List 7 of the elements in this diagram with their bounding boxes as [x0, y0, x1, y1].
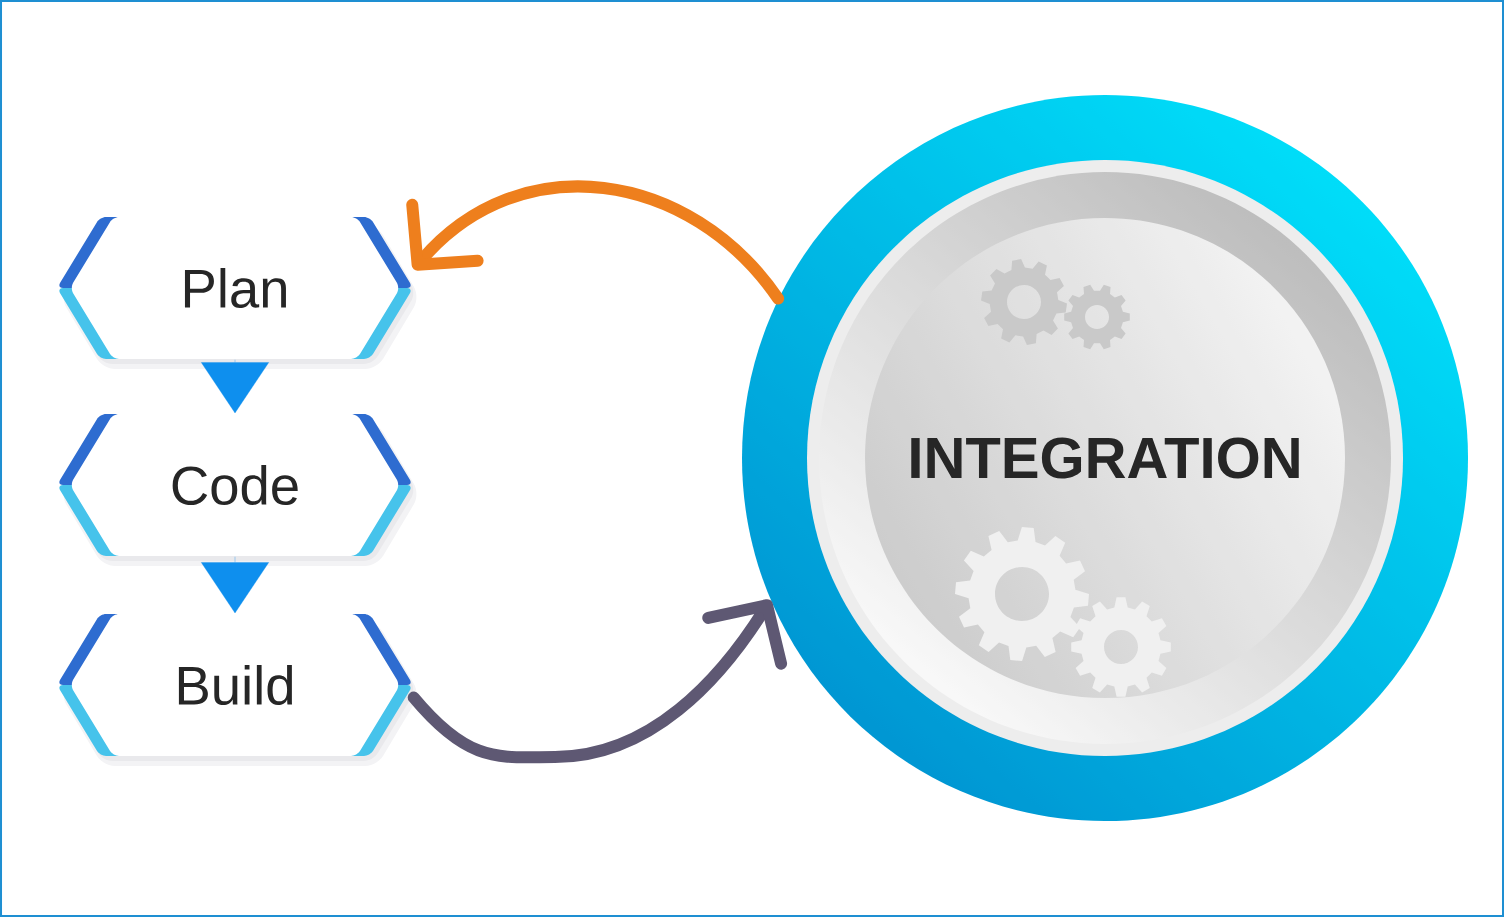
triangle-arrow: [201, 359, 269, 414]
curved-arrow: [406, 180, 785, 305]
hexagon-box: Build: [59, 614, 417, 766]
hexagon-box: Code: [59, 414, 417, 566]
hexagon-box: Plan: [59, 217, 417, 369]
triangle-arrow: [201, 556, 269, 614]
curved-arrow: [407, 599, 788, 764]
